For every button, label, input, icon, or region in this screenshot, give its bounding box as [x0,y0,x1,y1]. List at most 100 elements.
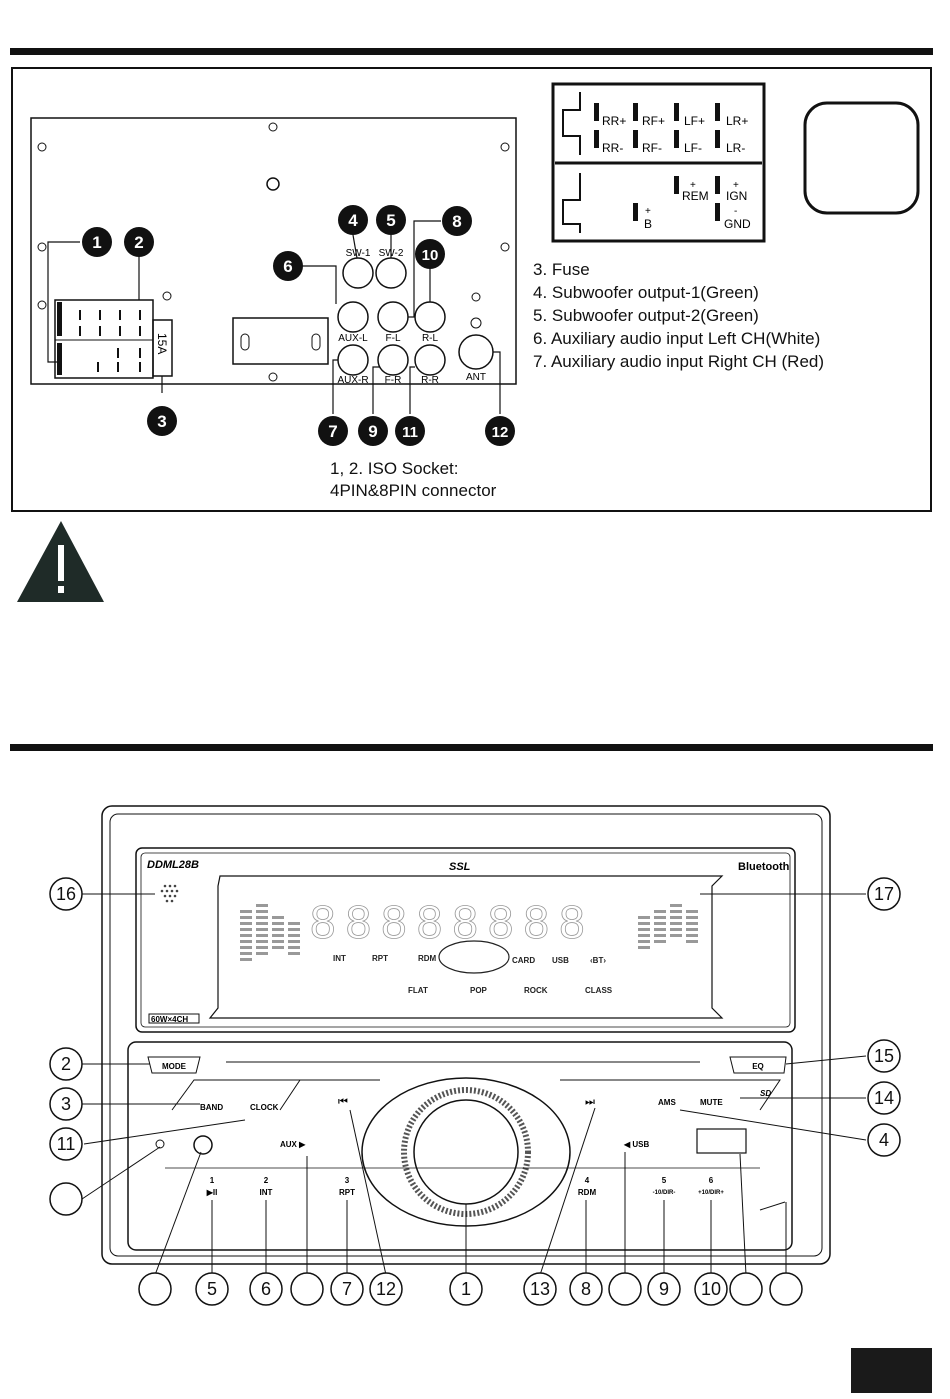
front-panel-diagram: DDML28B SSL Bluetooth 60W×4CH 88888888 I… [49,805,901,1306]
callout-bottom-1: 1 [461,1279,471,1299]
lcd-segments: 88888888 [310,896,595,948]
callout-1: 1 [82,227,112,257]
iso-pin-chart: RR+ RF+ LF+ LR+ RR- RF- LF- LR- + REM + … [551,82,766,243]
pin-rr-plus: RR+ [602,114,626,128]
fuse-box-outline [803,101,920,215]
preset-6-number[interactable]: 6 [709,1176,714,1185]
callout-8: 8 [442,206,472,236]
mute-button[interactable]: MUTE [700,1098,723,1107]
callout-9: 9 [358,416,388,446]
preset-1-number[interactable]: 1 [210,1176,215,1185]
eq-flat: FLAT [408,986,428,995]
svg-text:2: 2 [134,233,143,252]
legend-item: 5. Subwoofer output-2(Green) [533,306,759,325]
label-r-r: R-R [421,375,439,386]
label-ant: ANT [466,372,486,383]
callout-right-15: 15 [874,1046,894,1066]
model-label: DDML28B [147,859,199,871]
svg-text:11: 11 [402,424,418,441]
legend-item: 6. Auxiliary audio input Left CH(White) [533,329,821,348]
svg-text:9: 9 [368,422,377,441]
preset-4-number[interactable]: 4 [585,1176,590,1185]
pin-ign: IGN [726,189,747,203]
preset-3-label: RPT [339,1188,355,1197]
top-rule [10,48,933,55]
ams-button[interactable]: AMS [658,1098,676,1107]
spectrum-bars [240,904,698,961]
pin-lr-minus: LR- [726,141,745,155]
pin-b: B [644,217,652,231]
eq-button[interactable]: EQ [729,1056,787,1074]
label-aux-l: AUX-L [338,333,368,344]
usb-button[interactable]: ◀ USB [623,1140,649,1149]
callout-right-4: 4 [879,1130,889,1150]
svg-text:3: 3 [157,412,166,431]
label-aux-r: AUX-R [337,375,368,386]
preset-1-label: ▶II [206,1188,218,1197]
callout-bottom-6: 6 [261,1279,271,1299]
label-f-l: F-L [386,333,401,344]
next-track-icon[interactable]: ⏭ [585,1096,595,1108]
usb-port[interactable] [696,1128,747,1154]
callout-left-11: 11 [57,1134,76,1154]
preset-5-label: -10/DIR- [653,1190,676,1196]
callout-7: 7 [318,416,348,446]
svg-text:5: 5 [386,211,395,230]
aux-button[interactable]: AUX ▶ [280,1140,306,1149]
callout-left-3: 3 [61,1094,71,1114]
indicator-bt: ‹BT› [590,956,606,965]
clock-button[interactable]: CLOCK [250,1103,279,1112]
pin-rf-minus: RF- [642,141,662,155]
wiring-diagram-frame [11,67,932,512]
callout-2: 2 [124,227,154,257]
callout-12: 12 [485,416,515,446]
page-tab [851,1348,932,1393]
legend-item: 7. Auxiliary audio input Right CH (Red) [533,352,825,371]
wiring-callouts: 1 2 3 4 5 6 7 8 9 10 11 12 [82,205,515,446]
indicator-rdm: RDM [418,954,437,963]
callout-bottom-8: 8 [581,1279,591,1299]
label-sw1: SW-1 [346,248,371,259]
power-badge: 60W×4CH [151,1015,188,1024]
pin-rf-plus: RF+ [642,114,665,128]
svg-text:6: 6 [283,257,292,276]
exclamation-triangle-icon [17,521,104,602]
callout-bottom-5: 5 [207,1279,217,1299]
callout-bottom-10: 10 [701,1279,721,1299]
disc-icon [438,940,510,974]
pin-rr-minus: RR- [602,141,623,155]
callout-11: 11 [395,416,425,446]
band-button[interactable]: BAND [200,1103,223,1112]
callout-10: 10 [415,239,445,269]
eq-pop: POP [470,986,488,995]
pin-gnd: GND [724,217,751,231]
svg-text:8: 8 [452,212,461,231]
eq-rock: ROCK [524,986,548,995]
indicator-rpt: RPT [372,954,388,963]
mode-button[interactable]: MODE [147,1056,201,1074]
sd-slot-icon: SD [760,1089,771,1098]
callout-right-14: 14 [874,1088,894,1108]
svg-text:12: 12 [492,424,509,441]
preset-4-label: RDM [578,1188,597,1197]
legend-item: 3. Fuse [533,260,590,279]
indicator-card: CARD [512,956,535,965]
preset-2-label: INT [260,1188,273,1197]
callout-6: 6 [273,251,303,281]
indicator-int: INT [333,954,346,963]
preset-2-number[interactable]: 2 [264,1176,269,1185]
prev-track-icon[interactable]: ⏮ [338,1096,348,1108]
callout-5: 5 [376,205,406,235]
callout-bottom-12: 12 [376,1279,396,1299]
preset-5-number[interactable]: 5 [662,1176,667,1185]
label-f-r: F-R [385,375,402,386]
reset-hole[interactable] [155,1139,165,1149]
indicator-usb: USB [552,956,569,965]
pin-ign-sign: + [733,180,739,191]
aux-input-jack[interactable] [193,1135,213,1155]
volume-knob[interactable] [413,1099,519,1205]
panel-callouts [49,877,901,1306]
preset-3-number[interactable]: 3 [345,1176,350,1185]
pin-lr-plus: LR+ [726,114,748,128]
section-rule [10,744,933,751]
